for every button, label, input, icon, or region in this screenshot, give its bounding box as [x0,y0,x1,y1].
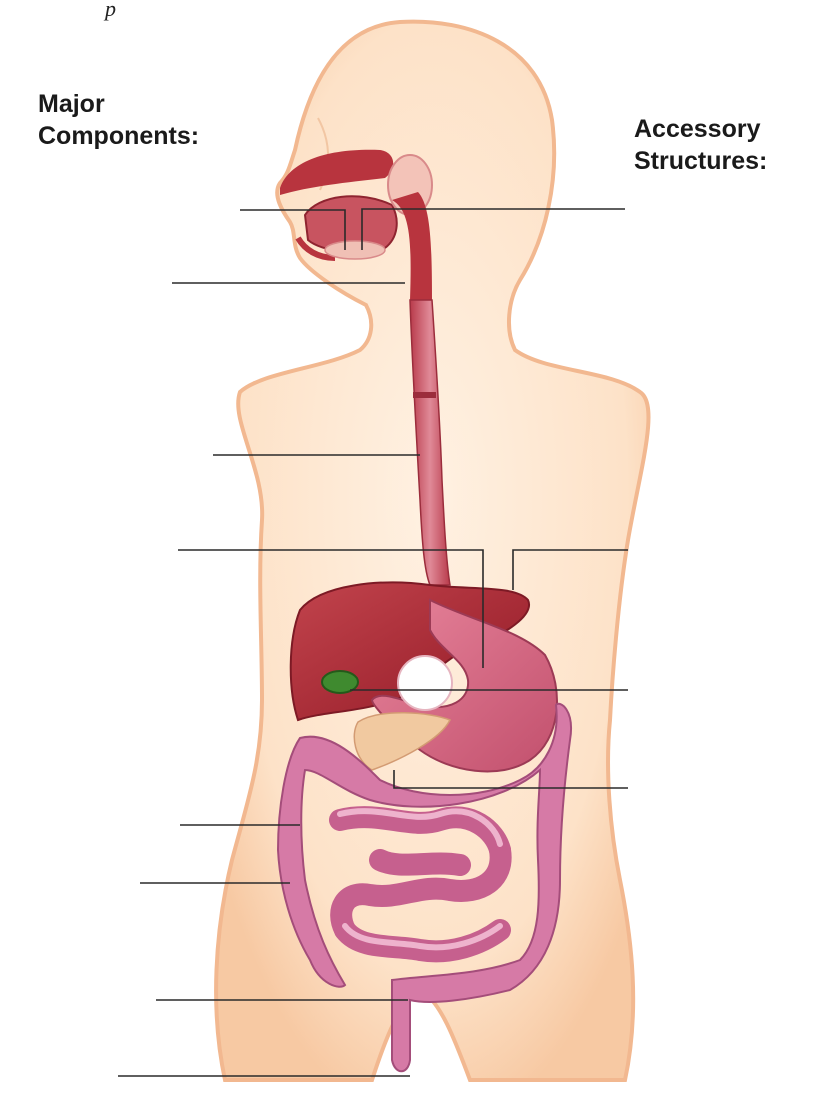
stomach-highlight [398,656,452,710]
esophagus-band [413,392,436,398]
sublingual-gland [325,241,385,259]
